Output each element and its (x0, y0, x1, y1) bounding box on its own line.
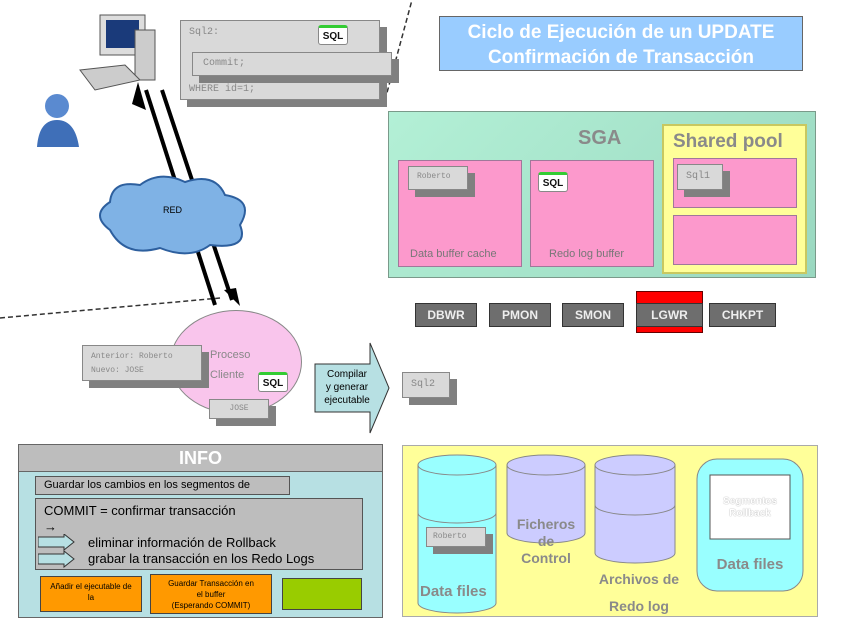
client-label-line: Cliente (210, 369, 245, 381)
compile-line: ejecutable (324, 395, 370, 406)
client-label-line: Proceso (210, 349, 251, 361)
add-executable-card: Añadir el ejecutable de la (40, 576, 142, 612)
title-line: Confirmación de Transacción (487, 47, 755, 68)
redo-log-cylinder (594, 454, 676, 564)
control-files-label: Ficheros de Control (506, 516, 586, 567)
shared-pool-item: Sql1 (677, 164, 723, 190)
info-line: eliminar información de Rollback (88, 535, 276, 550)
label-line: Ficheros (516, 516, 576, 532)
user-icon (37, 94, 79, 147)
dictionary-cache (673, 215, 797, 265)
rollback-segment (709, 474, 791, 540)
data-files-label: Data files (420, 583, 487, 600)
data-file-item: Roberto (426, 527, 486, 547)
info-line: grabar la transacción en los Redo Logs (88, 551, 315, 566)
label-line: Control (521, 550, 571, 566)
redo-log-buffer-label: Redo log buffer (549, 248, 625, 260)
rollback-datafiles-label: Data files (716, 556, 784, 573)
data-buffer-cache-label: Data buffer cache (410, 248, 497, 260)
compile-label: Compilar y generar ejecutable (316, 368, 378, 407)
shared-pool-title: Shared pool (673, 131, 783, 152)
info-line: COMMIT = confirmar transacción (44, 503, 236, 518)
new-value-card: JOSE (209, 399, 269, 419)
sql-line: Sql2: (189, 27, 220, 38)
compile-line: y generar (325, 382, 369, 393)
compiled-sql-card: Sql2 (402, 372, 450, 398)
redo-log-label: Archivos de Redo log (584, 566, 694, 620)
commit-card: Commit; (192, 52, 392, 76)
compile-line: Compilar (326, 369, 367, 380)
sql-icon: SQL (258, 372, 288, 392)
network-label: RED (163, 205, 183, 215)
rollback-segments-label: Segmentos Rollback (710, 496, 790, 520)
sql-icon: SQL (318, 25, 348, 45)
label-line: de (537, 533, 555, 549)
sga-title: SGA (578, 127, 622, 149)
label-line: Segmentos (723, 496, 777, 507)
green-block (282, 578, 362, 610)
control-files-cylinder (506, 454, 586, 544)
process-smon: SMON (562, 303, 624, 327)
compile-arrow-icon (314, 342, 390, 434)
process-lgwr: LGWR (636, 303, 703, 327)
info-arrows-icon (38, 534, 75, 568)
process-pmon: PMON (489, 303, 551, 327)
orange-line: Guardar Transacción en (168, 579, 254, 588)
info-back-card: Guardar los cambios en los segmentos de (35, 476, 290, 495)
network-cloud-icon (99, 175, 246, 255)
process-dbwr: DBWR (415, 303, 477, 327)
label-line: Archivos de (598, 571, 680, 587)
orange-line: el buffer (196, 590, 226, 599)
data-buffer-item: Roberto (408, 166, 468, 190)
value-line: Anterior: Roberto (91, 352, 173, 361)
label-line: Redo log (609, 598, 669, 614)
client-process-label: Proceso Cliente (210, 345, 250, 385)
value-line: Nuevo: JOSE (91, 366, 144, 375)
save-transaction-card: Guardar Transacción en el buffer (Espera… (150, 574, 272, 614)
label-line: Rollback (729, 508, 771, 519)
process-chkpt: CHKPT (709, 303, 776, 327)
orange-line: (Esperando COMMIT) (171, 601, 251, 610)
client-values-card: Anterior: Roberto Nuevo: JOSE (82, 345, 202, 381)
info-title: INFO (18, 444, 383, 472)
info-line: → (44, 519, 57, 534)
page-title: Ciclo de Ejecución de un UPDATE Confirma… (439, 16, 803, 71)
commit-info-card: COMMIT = confirmar transacción → elimina… (35, 498, 363, 570)
title-line: Ciclo de Ejecución de un UPDATE (467, 22, 775, 43)
sql-icon: SQL (538, 172, 568, 192)
computer-icon (79, 14, 156, 91)
sql-line: WHERE id=1; (189, 84, 256, 95)
